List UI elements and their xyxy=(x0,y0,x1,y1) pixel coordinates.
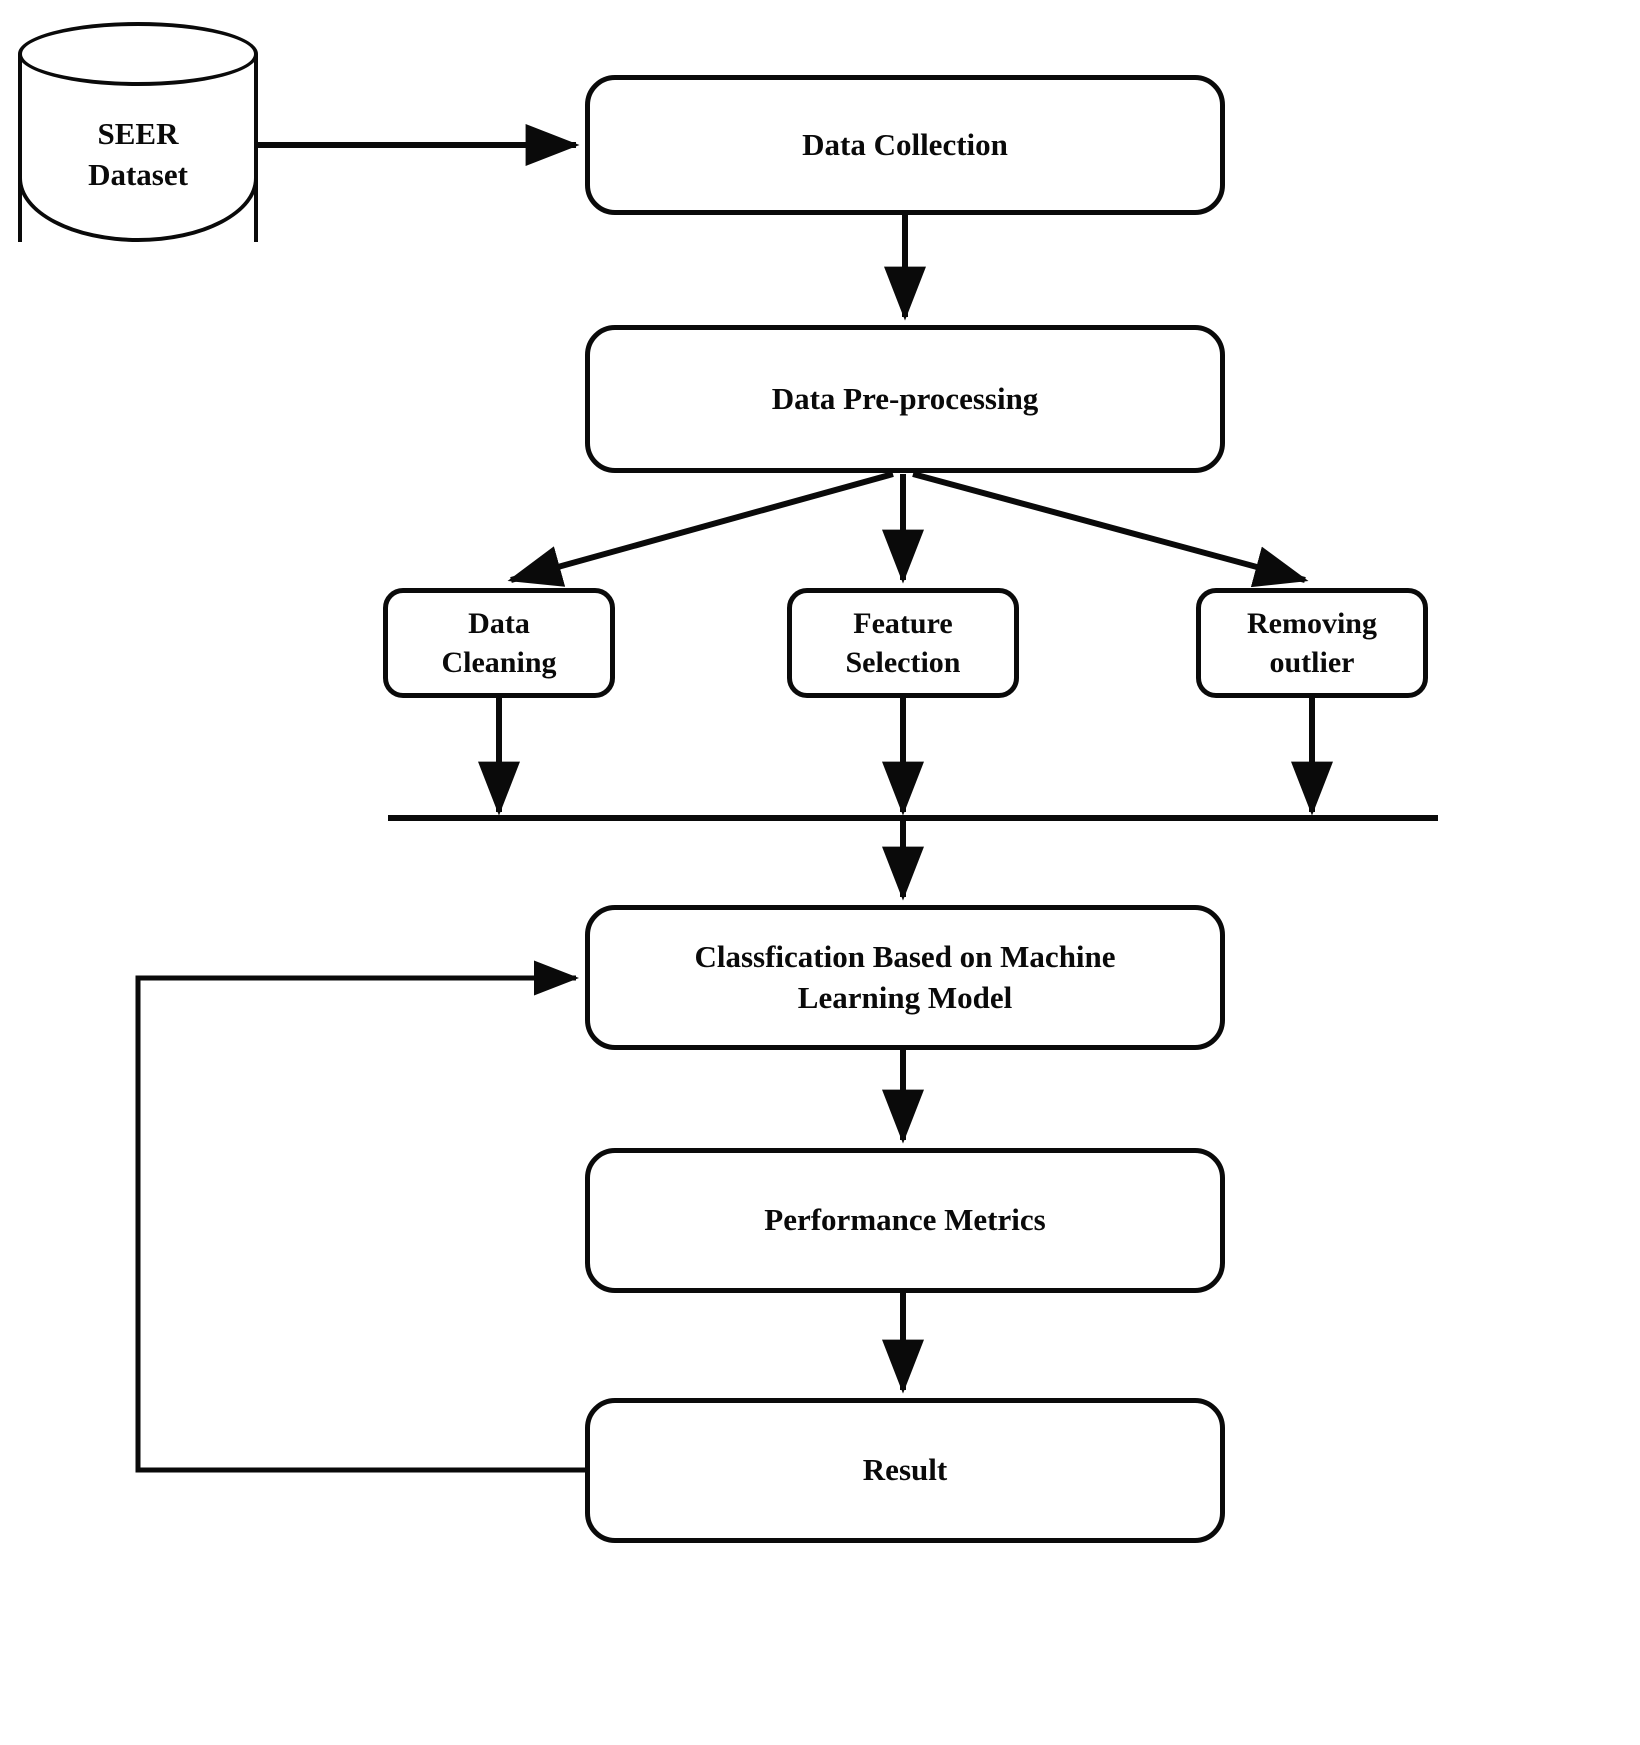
node-performance-metrics-label: Performance Metrics xyxy=(764,1202,1046,1238)
node-feature-selection[interactable]: Feature Selection xyxy=(787,588,1019,698)
edge-preprocessing-to-data-cleaning xyxy=(507,471,894,587)
node-data-preprocessing[interactable]: Data Pre-processing xyxy=(585,325,1225,473)
node-data-cleaning[interactable]: Data Cleaning xyxy=(383,588,615,698)
node-result-label: Result xyxy=(862,1452,948,1488)
node-data-collection[interactable]: Data Collection xyxy=(585,75,1225,215)
node-classification-label: Classfication Based on Machine Learning … xyxy=(694,939,1116,1015)
node-feature-selection-label: Feature Selection xyxy=(845,607,961,679)
node-data-preprocessing-label: Data Pre-processing xyxy=(771,380,1039,416)
node-seer-dataset-label: SEER Dataset xyxy=(88,116,188,192)
node-data-collection-label: Data Collection xyxy=(802,126,1008,162)
edge-result-feedback-to-classification xyxy=(135,960,585,1473)
node-classification[interactable]: Classfication Based on Machine Learning … xyxy=(585,905,1225,1050)
node-performance-metrics[interactable]: Performance Metrics xyxy=(585,1148,1225,1293)
node-removing-outlier[interactable]: Removing outlier xyxy=(1196,588,1428,698)
node-result[interactable]: Result xyxy=(585,1398,1225,1543)
edge-preprocessing-to-removing-outlier xyxy=(912,471,1309,588)
node-removing-outlier-label: Removing outlier xyxy=(1247,607,1377,679)
node-data-cleaning-label: Data Cleaning xyxy=(441,607,557,679)
cylinder-top-ellipse xyxy=(18,22,258,86)
node-seer-dataset[interactable]: SEER Dataset xyxy=(18,22,258,274)
